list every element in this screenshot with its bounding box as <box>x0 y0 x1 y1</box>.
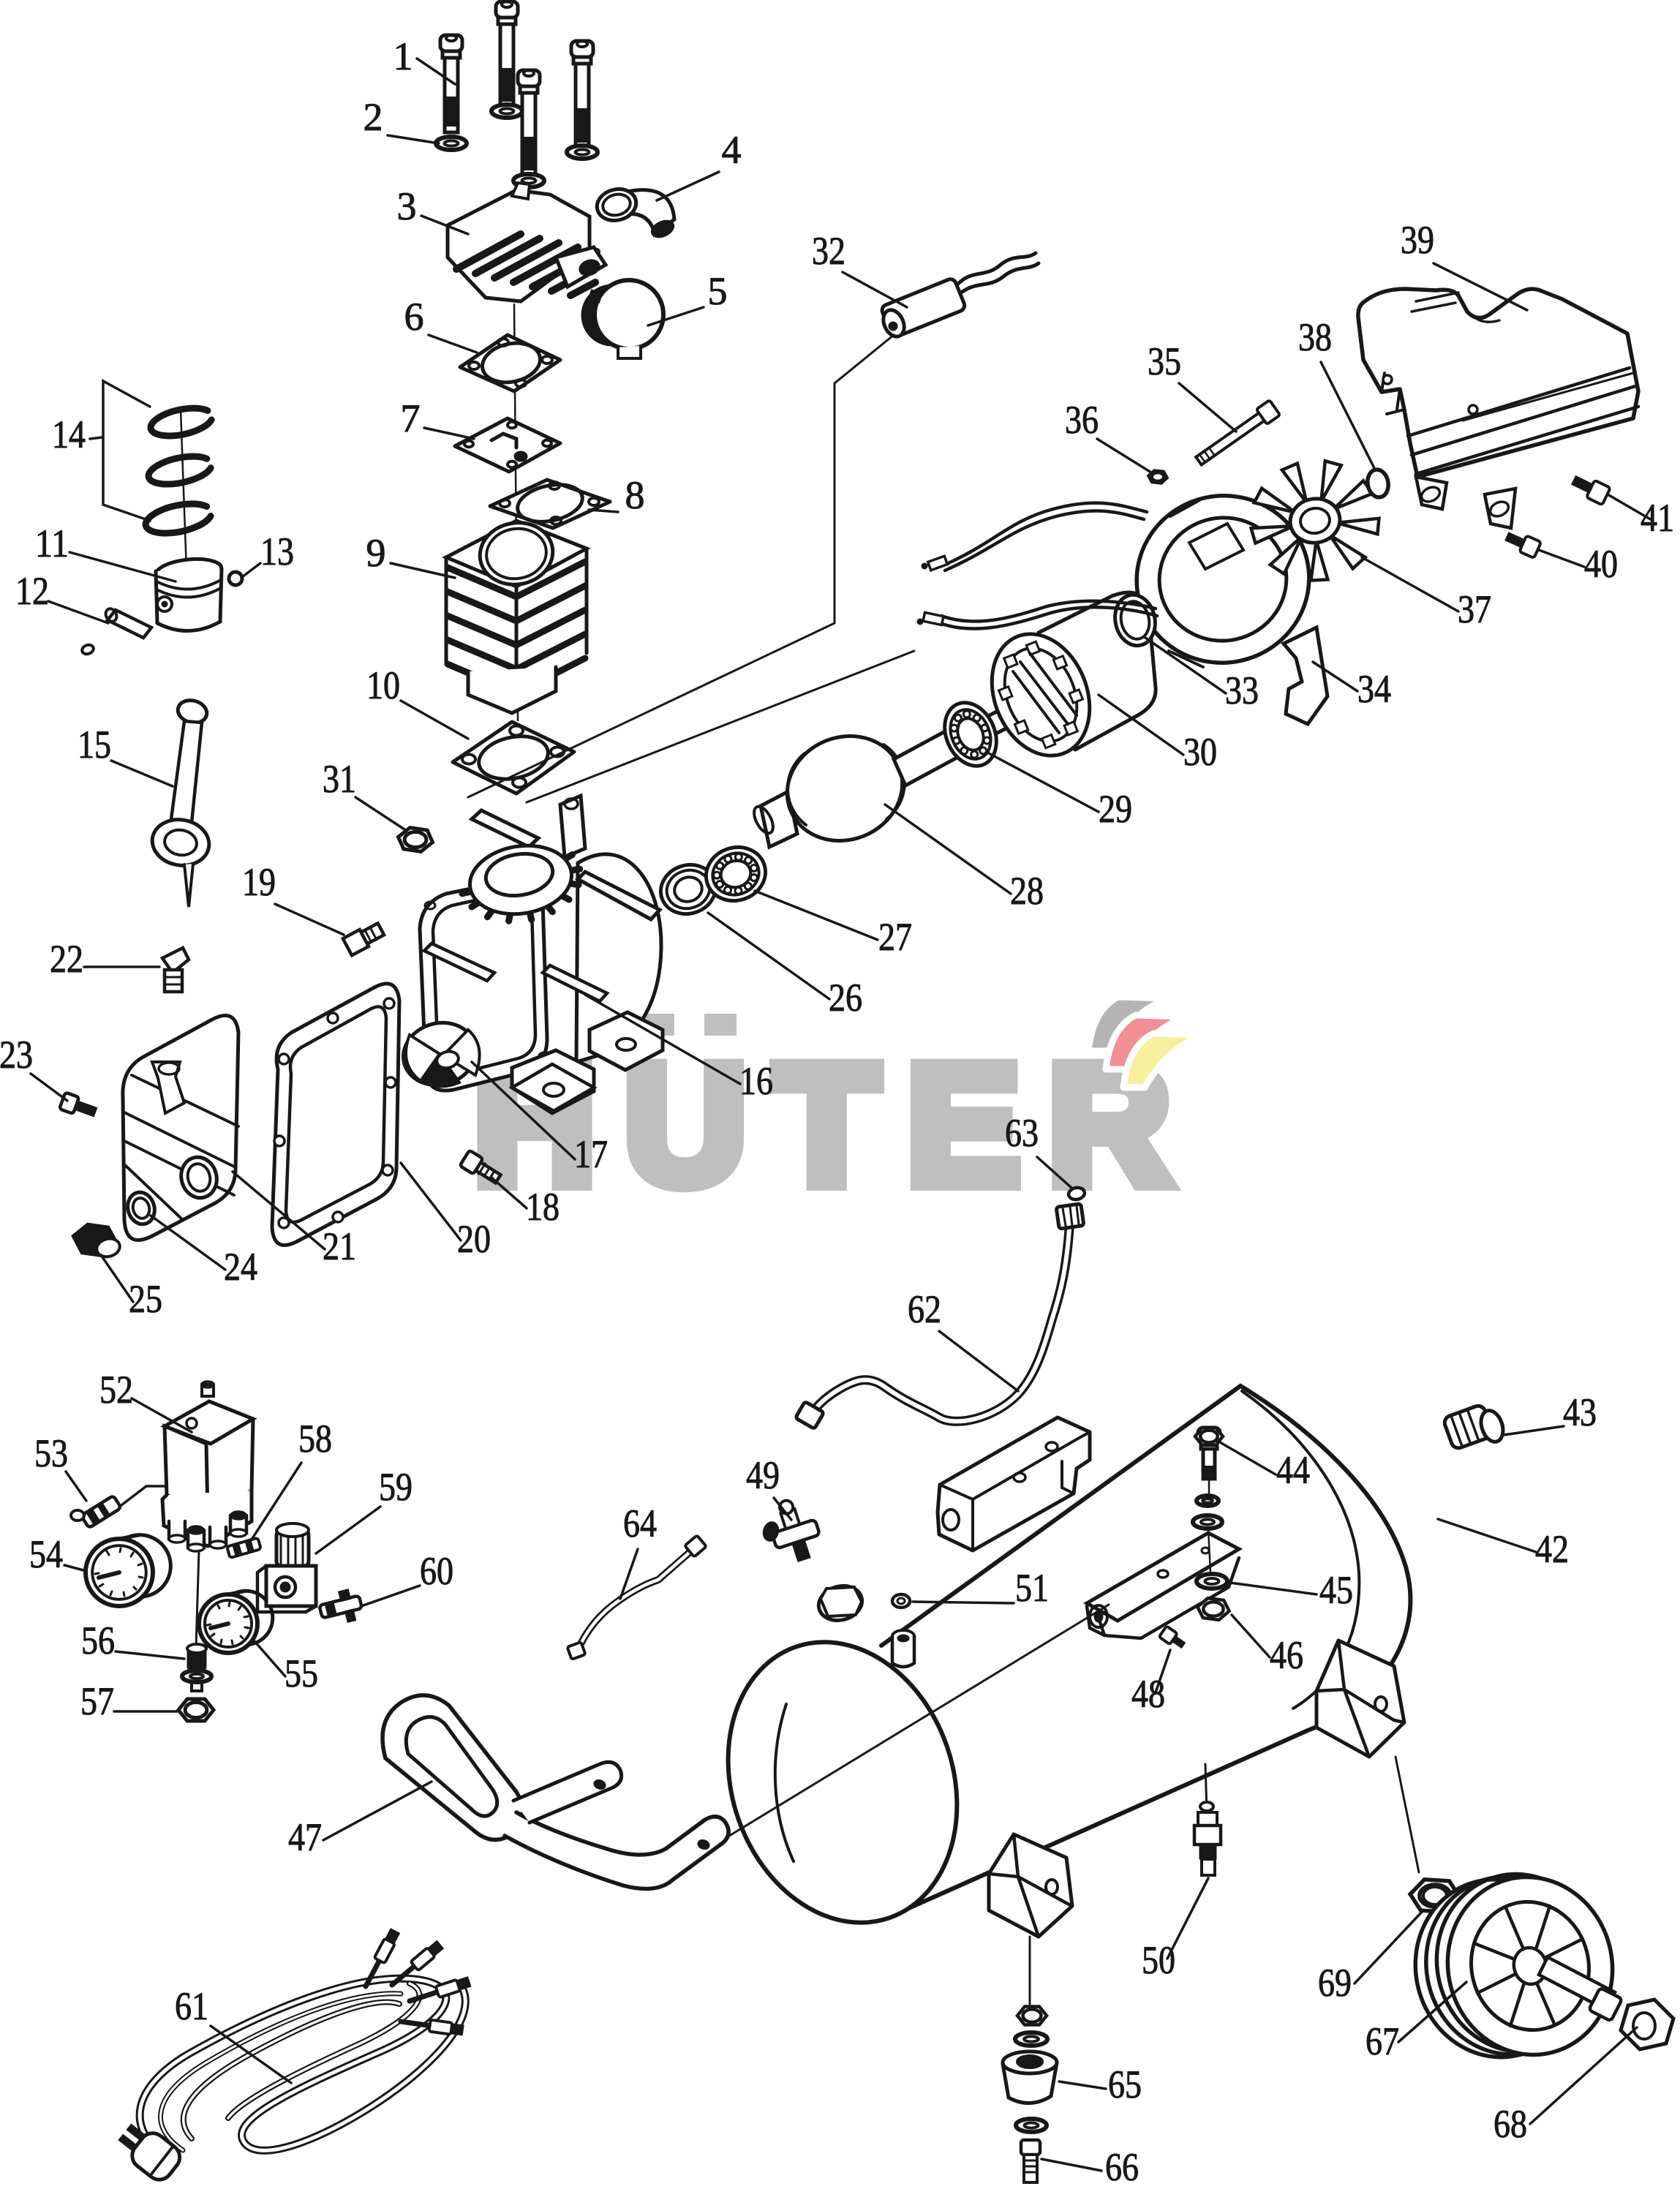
svg-text:17: 17 <box>574 1132 608 1176</box>
svg-text:2: 2 <box>364 95 383 139</box>
svg-text:43: 43 <box>1563 1390 1597 1434</box>
svg-text:35: 35 <box>1148 339 1181 383</box>
svg-text:63: 63 <box>1005 1111 1039 1155</box>
svg-text:56: 56 <box>81 1619 115 1662</box>
svg-text:68: 68 <box>1493 2102 1527 2146</box>
svg-text:66: 66 <box>1105 2145 1139 2189</box>
svg-text:57: 57 <box>80 1679 114 1723</box>
svg-text:55: 55 <box>285 1651 318 1695</box>
svg-text:29: 29 <box>1099 787 1132 831</box>
svg-text:42: 42 <box>1535 1527 1569 1571</box>
svg-text:54: 54 <box>29 1532 63 1576</box>
svg-text:60: 60 <box>420 1549 453 1593</box>
svg-text:50: 50 <box>1142 1938 1175 1982</box>
svg-text:46: 46 <box>1270 1633 1303 1677</box>
svg-text:59: 59 <box>379 1465 413 1509</box>
svg-text:19: 19 <box>242 860 276 904</box>
svg-text:40: 40 <box>1584 542 1618 586</box>
svg-text:31: 31 <box>323 757 356 801</box>
svg-text:36: 36 <box>1065 398 1099 442</box>
svg-text:25: 25 <box>129 1277 162 1321</box>
svg-text:44: 44 <box>1276 1448 1310 1492</box>
svg-text:61: 61 <box>175 1984 208 2028</box>
svg-text:51: 51 <box>1015 1566 1049 1610</box>
svg-text:37: 37 <box>1458 587 1491 631</box>
svg-text:69: 69 <box>1318 1961 1352 2005</box>
svg-text:15: 15 <box>78 723 111 766</box>
svg-text:34: 34 <box>1357 667 1391 711</box>
svg-text:27: 27 <box>878 915 912 959</box>
svg-text:6: 6 <box>404 295 424 339</box>
svg-text:32: 32 <box>812 229 845 273</box>
svg-text:7: 7 <box>401 396 421 440</box>
svg-text:11: 11 <box>35 521 69 565</box>
svg-text:23: 23 <box>0 1033 33 1077</box>
svg-text:45: 45 <box>1319 1568 1353 1612</box>
svg-text:26: 26 <box>829 976 862 1020</box>
svg-text:10: 10 <box>366 663 400 707</box>
svg-text:49: 49 <box>746 1453 780 1497</box>
svg-text:28: 28 <box>1010 869 1044 913</box>
svg-text:52: 52 <box>99 1368 133 1412</box>
svg-text:8: 8 <box>625 473 645 517</box>
svg-text:14: 14 <box>52 412 86 456</box>
svg-text:62: 62 <box>908 1287 941 1331</box>
svg-text:38: 38 <box>1298 315 1332 359</box>
svg-text:30: 30 <box>1183 730 1217 774</box>
svg-text:18: 18 <box>526 1185 560 1229</box>
svg-text:64: 64 <box>623 1502 657 1545</box>
svg-text:13: 13 <box>260 530 294 573</box>
svg-text:1: 1 <box>393 34 413 78</box>
svg-text:47: 47 <box>288 1815 322 1859</box>
svg-text:21: 21 <box>323 1224 356 1268</box>
svg-text:33: 33 <box>1225 668 1259 712</box>
svg-text:9: 9 <box>366 531 386 575</box>
svg-text:58: 58 <box>298 1417 332 1461</box>
svg-text:39: 39 <box>1401 218 1434 262</box>
svg-text:24: 24 <box>224 1245 257 1289</box>
svg-text:3: 3 <box>397 184 417 228</box>
svg-text:12: 12 <box>15 569 49 613</box>
svg-text:20: 20 <box>457 1217 491 1261</box>
svg-text:5: 5 <box>708 269 728 313</box>
svg-text:16: 16 <box>739 1059 773 1103</box>
svg-text:4: 4 <box>722 128 742 172</box>
svg-text:22: 22 <box>50 937 83 981</box>
svg-text:65: 65 <box>1108 2062 1142 2106</box>
svg-text:67: 67 <box>1366 2019 1399 2063</box>
svg-text:53: 53 <box>34 1431 68 1475</box>
